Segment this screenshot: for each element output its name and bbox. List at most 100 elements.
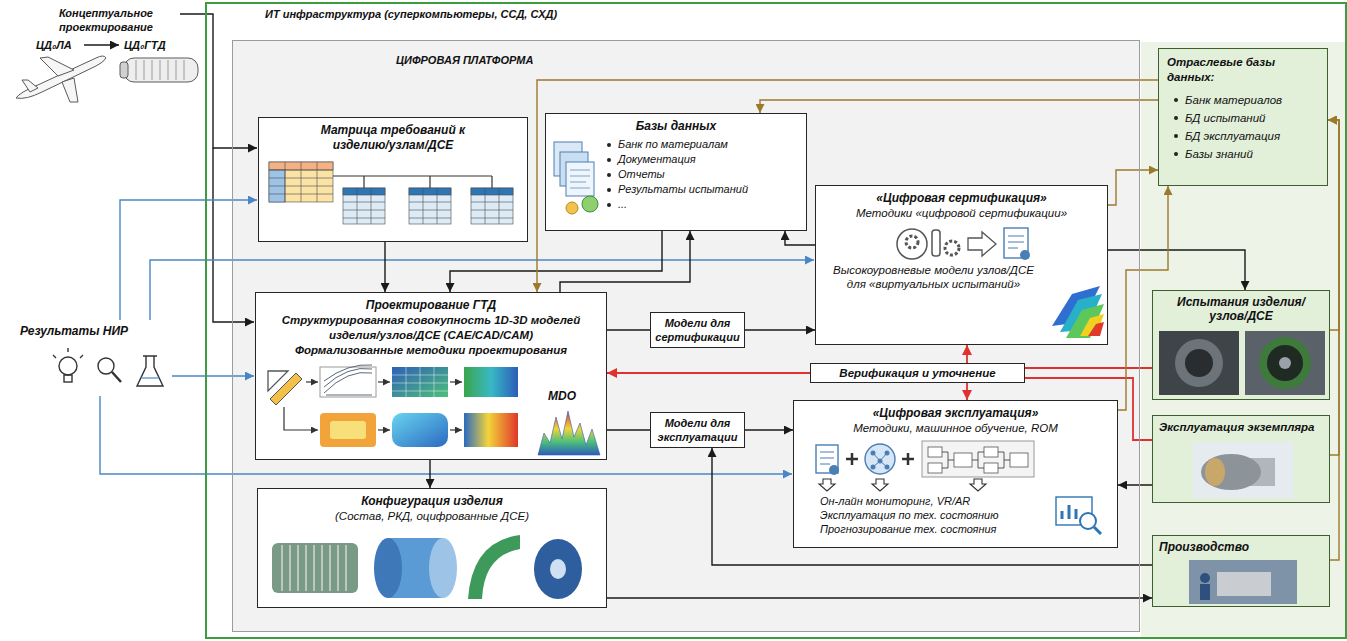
connector xyxy=(1118,484,1152,485)
engine-photo xyxy=(1201,454,1261,490)
operation-icons xyxy=(865,444,895,474)
engine-photo xyxy=(1205,458,1225,486)
design-models-illustration xyxy=(378,381,390,382)
test-photos xyxy=(1175,339,1223,387)
model-label: ЦД₀ЛА xyxy=(36,38,82,52)
research-icons xyxy=(141,377,159,378)
design-models-illustration xyxy=(392,413,448,447)
engine-parts-images xyxy=(550,559,566,579)
research-icons xyxy=(59,357,77,375)
test-photos xyxy=(1267,345,1303,381)
database-icon xyxy=(582,196,598,212)
connector xyxy=(607,429,650,430)
engine-photo xyxy=(1193,442,1293,498)
test-photos xyxy=(1159,331,1239,395)
design-models-illustration xyxy=(306,381,318,382)
box-heading: Модели для сертификации xyxy=(655,316,740,344)
operation-icons xyxy=(984,447,998,457)
operation-box: «Цифровая эксплуатация»Методики, машинно… xyxy=(793,400,1118,548)
operation-icons xyxy=(984,463,998,473)
requirements-matrix-icon xyxy=(471,188,513,195)
input-wires xyxy=(213,148,254,322)
box-text: Методики, машинное обучение, ROM xyxy=(802,421,1109,436)
design-models-illustration xyxy=(270,373,302,405)
operation-icons xyxy=(928,447,1028,473)
database-icon xyxy=(566,202,578,214)
research-icons xyxy=(137,356,163,386)
certification-icons xyxy=(1020,250,1030,260)
connector xyxy=(745,329,815,330)
industry-column-ground xyxy=(1141,42,1345,637)
operation-icons xyxy=(1010,453,1028,467)
box-text: Он-лайн мониторинг, VR/AR xyxy=(802,494,1109,508)
requirements-matrix-icon xyxy=(409,188,451,224)
certification-icons xyxy=(906,236,918,248)
list-item: Результаты испытаний xyxy=(618,182,798,197)
engine-drawing xyxy=(120,58,198,82)
research-icons xyxy=(53,348,163,386)
certification-icons xyxy=(1088,322,1104,336)
design-models-illustration xyxy=(284,407,318,430)
certification-icons xyxy=(932,230,940,256)
list-item: БД эксплуатация xyxy=(1185,127,1319,145)
industry-db-box: Отраслевые базы данных:Банк материаловБД… xyxy=(1158,48,1328,186)
box-heading: Отраслевые базы данных: xyxy=(1167,55,1319,85)
requirements-matrix-icon xyxy=(343,188,513,224)
operation-icons xyxy=(1080,513,1096,529)
aircraft-drawing xyxy=(16,56,106,98)
operation-icons xyxy=(1062,505,1076,519)
operation-icons xyxy=(922,441,1034,477)
operation-icons xyxy=(829,465,839,475)
requirements-matrix-icon xyxy=(269,162,333,202)
list-item: ... xyxy=(618,197,798,212)
aircraft-drawing xyxy=(22,80,38,92)
design-models-illustration xyxy=(450,381,462,382)
connector xyxy=(429,460,430,488)
requirements-matrix-icon xyxy=(343,188,385,195)
operation-icons xyxy=(928,463,942,473)
engine-drawing xyxy=(136,60,184,80)
design-models-illustration xyxy=(378,429,390,430)
box-text: (Состав, РКД, оцифрованные ДСЕ) xyxy=(266,509,598,524)
certification-icons xyxy=(897,229,927,259)
production-panel: Производство xyxy=(1152,535,1330,607)
requirements-matrix-icon xyxy=(269,162,333,202)
design-models-illustration xyxy=(324,365,372,395)
requirements-matrix-icon xyxy=(269,162,333,202)
operation-icons xyxy=(820,452,834,464)
box-text: MDO xyxy=(548,389,576,404)
box-heading: Модели для эксплуатации xyxy=(655,416,740,444)
operation-icons xyxy=(873,453,887,467)
box-text: Прогнозирование тех. состояния xyxy=(802,522,1109,536)
input-wires xyxy=(84,14,814,474)
operation-icons xyxy=(942,452,1010,468)
requirements-box: Матрица требований к изделию/узлам/ДСЕ xyxy=(258,117,528,242)
production-photo xyxy=(1217,572,1271,596)
engine-parts-images xyxy=(272,543,358,593)
list-item: Отчеты xyxy=(618,167,798,182)
box-heading: «Цифровая эксплуатация» xyxy=(802,406,1109,421)
production-photo xyxy=(1189,560,1297,604)
aircraft-drawing xyxy=(40,57,74,76)
aircraft-drawing xyxy=(62,78,78,102)
database-box: Базы данныхБанк по материаламДокументаци… xyxy=(545,113,807,231)
operation-panel: Эксплуатация экземпляра xyxy=(1152,415,1330,503)
certification-icons xyxy=(945,241,959,255)
test-photos xyxy=(1259,337,1311,389)
database-icon xyxy=(570,170,590,188)
database-icon xyxy=(554,142,594,196)
design-models-illustration xyxy=(320,413,376,447)
test-photos xyxy=(1245,331,1325,395)
certification-icons xyxy=(1080,314,1104,336)
configuration-box: Конфигурация изделия(Состав, РКД, оцифро… xyxy=(257,488,607,608)
box-text: Формализованные методики проектирования xyxy=(264,343,598,358)
requirements-matrix-icon xyxy=(471,188,513,224)
design-models-illustration xyxy=(392,367,448,397)
box-heading: Матрица требований к изделию/узлам/ДСЕ xyxy=(299,123,487,153)
connector xyxy=(760,100,1158,113)
box-heading: Конфигурация изделия xyxy=(266,494,598,509)
platform-ground xyxy=(233,41,1139,631)
connector xyxy=(1025,367,1152,369)
certification-icons xyxy=(1066,304,1104,338)
engine-drawing xyxy=(120,62,128,78)
